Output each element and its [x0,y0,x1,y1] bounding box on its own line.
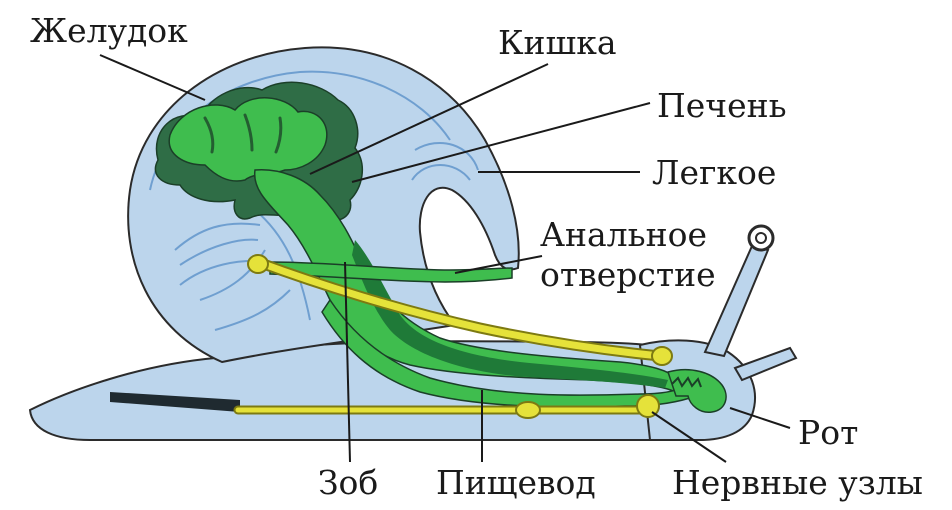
nerve-ganglion-mid [515,401,541,419]
nerve-system [233,254,673,419]
leader-mouth [729,407,791,429]
short-tentacle [733,346,798,382]
label-stomach: Желудок [30,11,188,50]
leader-crop [344,261,351,463]
leader-ganglia [651,411,727,463]
label-crop: Зоб [318,463,378,502]
leader-liver [351,102,651,183]
nerve-ganglion-front [636,394,660,418]
long-tentacle [703,244,770,358]
label-esophagus: Пищевод [436,463,596,502]
label-lung: Легкое [652,153,776,192]
tail-tip [110,392,240,412]
labels: Желудок Кишка Печень Легкое Анальное отв… [30,11,923,502]
mouth-region [667,368,727,414]
label-liver: Печень [657,86,787,125]
leader-intestine [309,63,549,175]
leader-lines [99,54,791,463]
label-mouth: Рот [798,413,858,452]
label-intestine: Кишка [498,23,617,62]
label-anal-line1: Анальное [540,215,707,254]
label-anal-line2: отверстие [540,255,716,294]
intestine-dark [352,240,668,388]
stomach [168,97,328,182]
leader-anal [454,255,543,274]
leader-stomach [99,54,206,101]
intestine [269,261,513,283]
label-ganglia: Нервные узлы [672,463,923,502]
